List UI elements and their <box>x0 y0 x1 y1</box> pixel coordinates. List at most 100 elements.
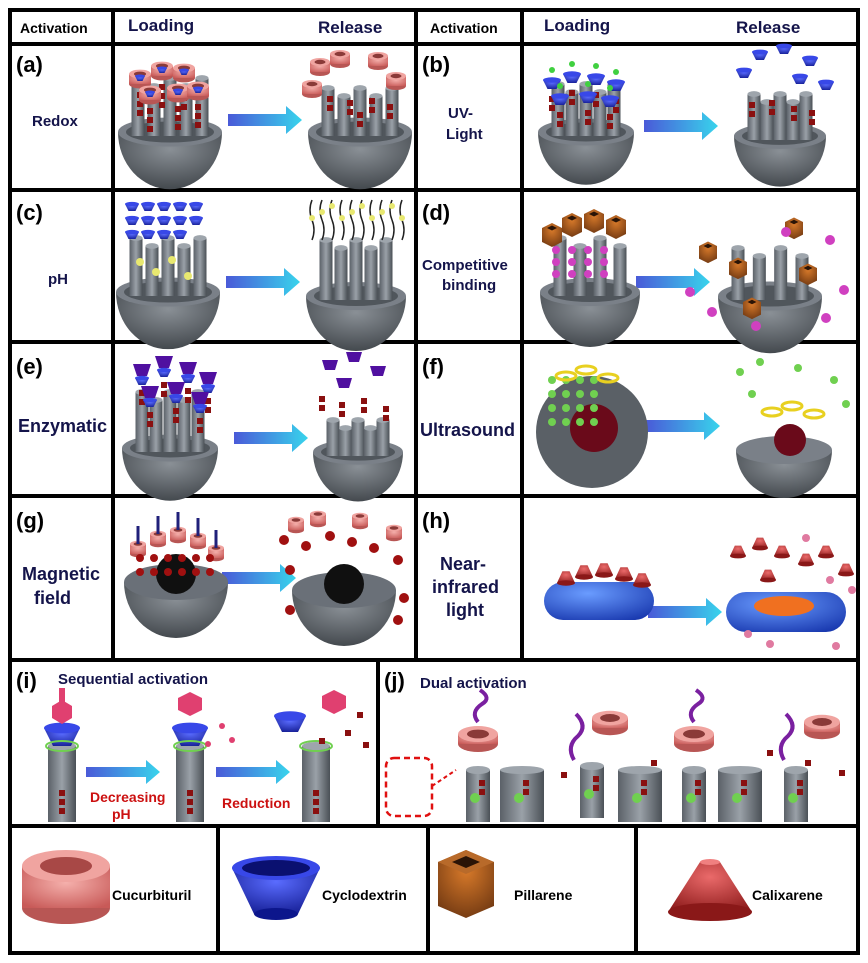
cyclodextrin-rim <box>157 201 171 207</box>
cargo-sphere <box>359 203 365 209</box>
pore-cylinder <box>177 246 191 296</box>
cyclodextrin-rim <box>141 215 155 221</box>
cyclodextrin-rim <box>135 74 145 78</box>
pore-cylinder <box>773 94 787 140</box>
cargo-molecule <box>139 390 145 396</box>
linker-chain <box>349 199 355 241</box>
cargo-sphere <box>576 404 584 412</box>
panel-h-activation-line2: infrared <box>432 577 499 597</box>
cargo-sphere <box>632 793 642 803</box>
nanoparticle-shell <box>538 132 634 185</box>
magnetic-core <box>156 554 196 594</box>
cyclodextrin-rim <box>172 722 208 734</box>
cargo-sphere <box>136 554 144 562</box>
nanocapsule <box>544 582 654 620</box>
cyclodextrin-rim <box>157 66 167 70</box>
panel-h-activation-line3: light <box>446 600 484 620</box>
cargo-molecule <box>175 106 181 112</box>
pore-opening <box>379 237 393 243</box>
cucurbituril-hole <box>314 59 326 65</box>
linker-ring <box>45 740 79 752</box>
cargo-sphere <box>832 642 840 650</box>
cyclodextrin-rim <box>125 215 139 221</box>
cargo-molecule <box>161 382 167 388</box>
panel-g-activation-line1: Magnetic <box>22 564 100 584</box>
cargo-sphere <box>548 418 556 426</box>
cyclodextrin-rim <box>145 90 155 94</box>
panel-h-illustration <box>544 534 856 650</box>
pore-opening <box>177 243 191 249</box>
nanoparticle-shell <box>306 296 406 351</box>
cargo-sphere <box>349 209 355 215</box>
calixarene-base <box>615 576 633 582</box>
calixarene-base <box>633 582 651 588</box>
pore-cylinder <box>321 88 335 136</box>
pore-opening <box>682 766 706 774</box>
pillarene-icon <box>438 850 494 918</box>
cargo-molecule <box>147 421 153 427</box>
cargo-molecule <box>159 102 165 108</box>
cargo-sphere <box>751 321 761 331</box>
panel-j: (j) Dual activation <box>384 668 845 822</box>
cyclodextrin-rim <box>587 73 605 79</box>
pore-opening <box>195 75 209 81</box>
cargo-molecule <box>159 93 165 99</box>
cyclodextrin-rim <box>157 215 171 221</box>
pillarene-shape <box>562 213 582 237</box>
cucurbituril-wall <box>302 84 322 94</box>
panel-a-tag: (a) <box>16 52 43 77</box>
cargo-molecule <box>205 407 211 413</box>
cargo-sphere <box>389 203 395 209</box>
pore-cylinder <box>613 246 627 296</box>
cargo-sphere <box>325 531 335 541</box>
cargo-sphere <box>229 737 235 743</box>
nanoparticle-shell <box>313 452 403 502</box>
cargo-sphere <box>369 215 375 221</box>
cargo-molecule <box>523 789 529 795</box>
cargo-sphere <box>568 246 576 254</box>
pore-cylinder <box>145 246 159 296</box>
cucurbituril-hole <box>812 718 832 726</box>
cucurbituril-wall <box>352 516 368 526</box>
cargo-molecule <box>641 789 647 795</box>
stimuli-linker <box>472 688 489 724</box>
pore-opening <box>349 237 363 243</box>
cyclodextrin-rim <box>173 201 187 207</box>
cyclodextrin-rim <box>169 393 183 399</box>
pore-opening <box>784 766 808 774</box>
cargo-molecule <box>805 760 811 766</box>
enzyme-cap <box>322 360 338 370</box>
cargo-molecule <box>695 780 701 786</box>
panel-j-title: Dual activation <box>420 675 527 692</box>
pore-opening <box>364 245 378 251</box>
panel-c-labels: (c) pH <box>16 200 68 288</box>
cargo-molecule <box>791 106 797 112</box>
cargo-sphere <box>379 209 385 215</box>
cargo-molecule <box>347 109 353 115</box>
panel-a-activation: Redox <box>32 113 79 130</box>
cargo-sphere <box>600 258 608 266</box>
cargo-molecule <box>361 407 367 413</box>
photo-switch <box>607 85 613 91</box>
cargo-molecule <box>313 808 319 814</box>
cargo-molecule <box>561 772 567 778</box>
ultrasound-ring <box>760 406 784 418</box>
cucurbituril-hole <box>600 714 620 722</box>
calixarene-base <box>774 553 790 559</box>
cargo-sphere <box>686 793 696 803</box>
header-loading-left: Loading <box>128 16 194 35</box>
legend-item-pillarene: Pillarene <box>438 850 573 918</box>
linker-chain <box>319 199 325 241</box>
magnetic-rod <box>176 512 180 530</box>
cargo-molecule <box>181 104 187 110</box>
cargo-sphere <box>848 586 856 594</box>
panel-g-labels: (g) Magnetic field <box>16 508 100 608</box>
cyclodextrin-rim <box>173 229 187 235</box>
cucurbituril-wall <box>190 536 206 546</box>
cargo-sphere <box>329 203 335 209</box>
cargo-molecule <box>361 398 367 404</box>
cargo-sphere <box>748 390 756 398</box>
cyclodextrin-rim <box>193 403 207 409</box>
cargo-molecule <box>319 405 325 411</box>
cargo-molecule <box>523 780 529 786</box>
